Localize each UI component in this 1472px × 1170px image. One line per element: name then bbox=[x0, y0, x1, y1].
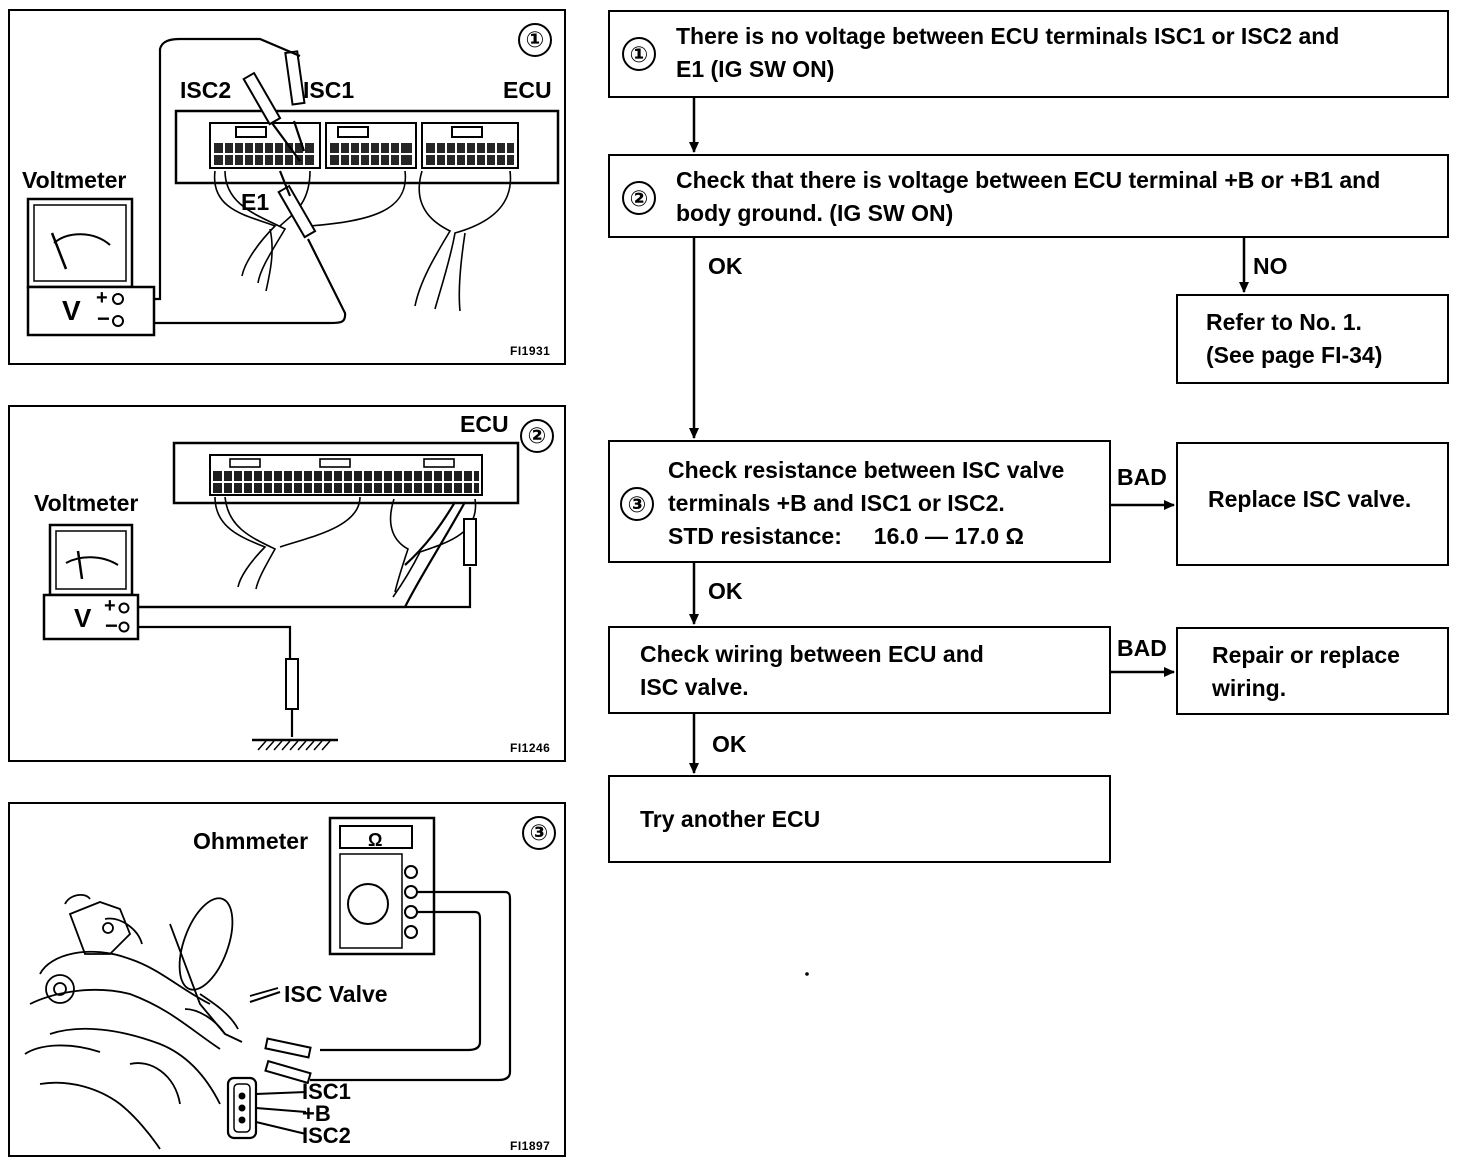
edge-label-ok: OK bbox=[708, 578, 743, 604]
figure-panel-voltage-isc-e1: ① ISC2 ISC1 ECU Voltmeter E1 V + − FI193… bbox=[8, 9, 566, 365]
b-terminal-label: +B bbox=[302, 1101, 331, 1126]
voltmeter-isc-e1-illustration bbox=[26, 37, 560, 337]
try-text-line: Try another ECU bbox=[640, 806, 821, 832]
isc1-label: ISC1 bbox=[303, 77, 355, 103]
check-wiring-box: Check wiring between ECU and ISC valve. bbox=[608, 626, 1111, 714]
e1-label: E1 bbox=[241, 189, 270, 215]
step-3-text-line: Check resistance between ISC valve bbox=[668, 457, 1065, 483]
ohm-symbol: Ω bbox=[368, 830, 383, 850]
figure-code: FI1931 bbox=[510, 344, 551, 358]
repair-text-line: Repair or replace bbox=[1212, 642, 1400, 668]
step-1-text-line: E1 (IG SW ON) bbox=[676, 56, 835, 82]
negative-terminal-symbol: − bbox=[97, 306, 110, 331]
figure-code: FI1246 bbox=[510, 741, 551, 755]
positive-terminal-symbol: + bbox=[96, 287, 108, 309]
positive-terminal-symbol: + bbox=[104, 595, 116, 617]
panel-number-badge: ② bbox=[520, 419, 554, 453]
step-number-badge: ③ bbox=[620, 487, 654, 521]
isc1-terminal-label: ISC1 bbox=[302, 1079, 351, 1104]
voltmeter-label: Voltmeter bbox=[22, 167, 127, 193]
panel-number-badge: ③ bbox=[522, 816, 556, 850]
edge-label-no: NO bbox=[1253, 253, 1288, 279]
step-2-text-line: body ground. (IG SW ON) bbox=[676, 200, 954, 226]
voltmeter-v-symbol: V bbox=[74, 603, 92, 633]
refer-text-line: Refer to No. 1. bbox=[1206, 309, 1362, 335]
voltmeter-label: Voltmeter bbox=[34, 490, 139, 516]
step-3-text-line: terminals +B and ISC1 or ISC2. bbox=[668, 490, 1005, 516]
refer-box: Refer to No. 1. (See page FI-34) bbox=[1176, 294, 1449, 384]
step-3-std-resistance: STD resistance: 16.0 — 17.0 Ω bbox=[668, 523, 1024, 549]
isc-valve-label: ISC Valve bbox=[284, 981, 388, 1007]
replace-text-line: Replace ISC valve. bbox=[1208, 486, 1412, 512]
wiring-text-line: ISC valve. bbox=[640, 674, 749, 700]
ohmmeter-isc-valve-illustration bbox=[24, 816, 512, 1150]
step-2-box: ② Check that there is voltage between EC… bbox=[608, 154, 1449, 238]
step-1-text-line: There is no voltage between ECU terminal… bbox=[676, 23, 1340, 49]
figure-panel-resistance-isc-valve: ③ Ohmmeter Ω ISC Valve ISC1 +B ISC2 FI18… bbox=[8, 802, 566, 1157]
edge-label-ok: OK bbox=[712, 731, 747, 757]
repair-wiring-box: Repair or replace wiring. bbox=[1176, 627, 1449, 715]
edge-label-ok: OK bbox=[708, 253, 743, 279]
step-1-box: ① There is no voltage between ECU termin… bbox=[608, 10, 1449, 98]
voltmeter-ground-illustration bbox=[42, 441, 520, 751]
figure-panel-voltage-b-ground: ② ECU Voltmeter V + − FI1246 bbox=[8, 405, 566, 762]
repair-text-line: wiring. bbox=[1212, 675, 1287, 701]
ecu-label: ECU bbox=[503, 77, 552, 103]
wiring-text-line: Check wiring between ECU and bbox=[640, 641, 984, 667]
isc2-terminal-label: ISC2 bbox=[302, 1123, 351, 1148]
ecu-label: ECU bbox=[460, 411, 509, 437]
refer-text-line: (See page FI-34) bbox=[1206, 342, 1383, 368]
ohmmeter-label: Ohmmeter bbox=[193, 828, 309, 854]
step-3-box: ③ Check resistance between ISC valve ter… bbox=[608, 440, 1111, 563]
isc2-label: ISC2 bbox=[180, 77, 232, 103]
step-number-badge: ① bbox=[622, 37, 656, 71]
voltmeter-v-symbol: V bbox=[62, 295, 81, 326]
replace-valve-box: Replace ISC valve. bbox=[1176, 442, 1449, 566]
negative-terminal-symbol: − bbox=[105, 613, 118, 638]
edge-label-bad: BAD bbox=[1117, 464, 1167, 490]
step-2-text-line: Check that there is voltage between ECU … bbox=[676, 167, 1381, 193]
step-number-badge: ② bbox=[622, 181, 656, 215]
panel-number-badge: ① bbox=[518, 23, 552, 57]
try-another-ecu-box: Try another ECU bbox=[608, 775, 1111, 863]
edge-label-bad: BAD bbox=[1117, 635, 1167, 661]
figure-code: FI1897 bbox=[510, 1139, 551, 1153]
